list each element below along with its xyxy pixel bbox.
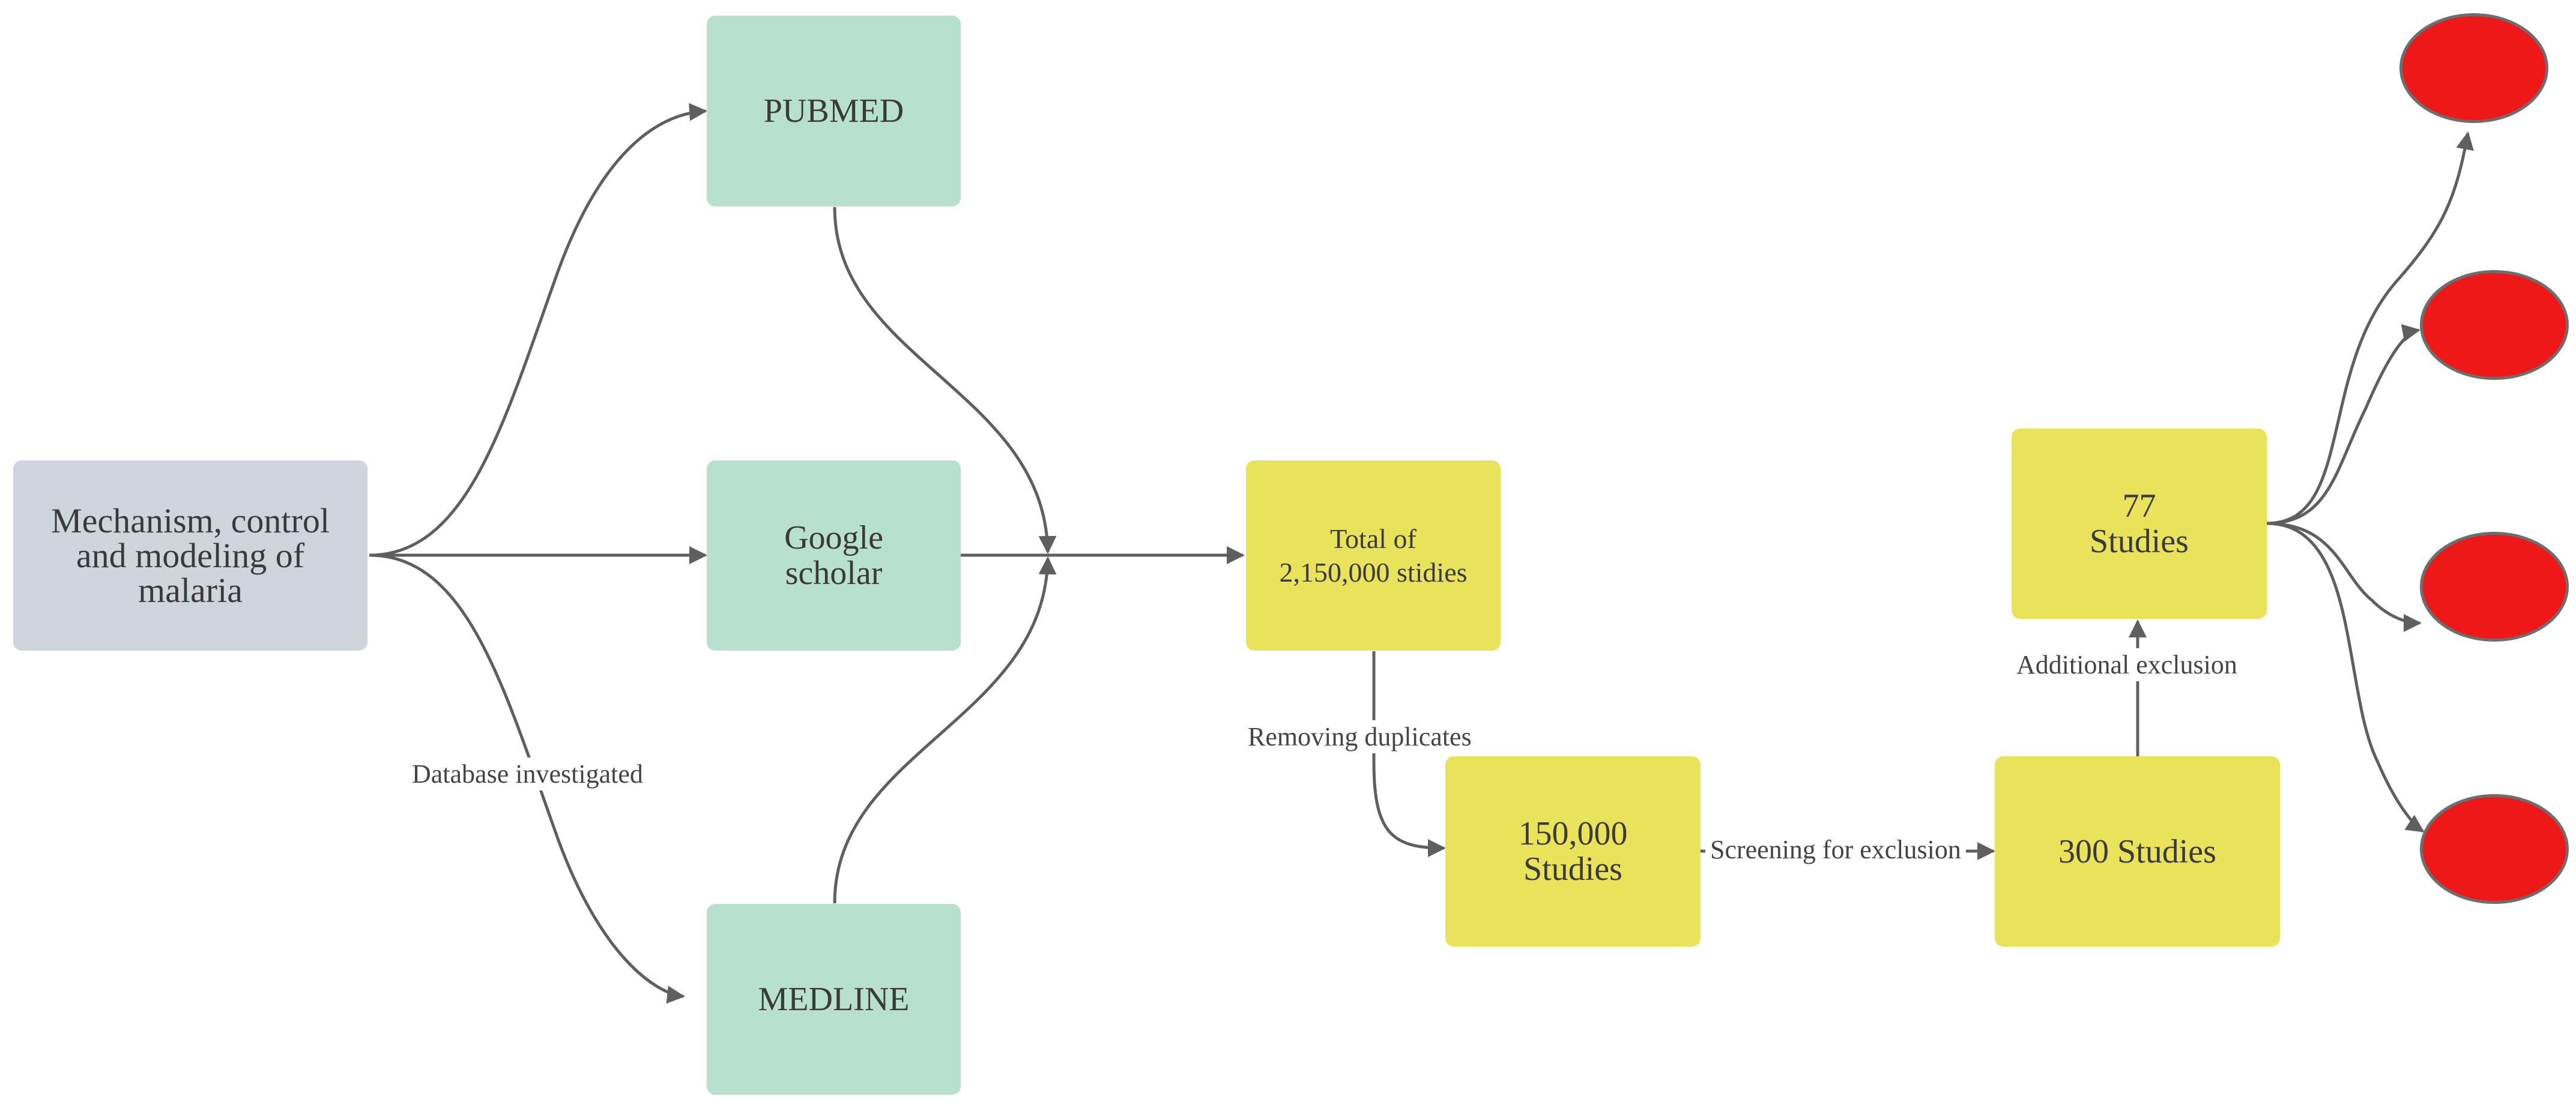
- additional-exclusion-label: Additional exclusion: [2012, 648, 2242, 681]
- studies-300-label: 300 Studies: [2058, 833, 2216, 870]
- edge-pubmed-merge: [833, 206, 1057, 554]
- database-investigated-label: Database investigated: [407, 757, 648, 790]
- outcome-oval-1: [2399, 13, 2548, 123]
- edge-77-outcome-2: [2266, 324, 2420, 525]
- studies-77-label: 77 Studies: [2090, 487, 2189, 560]
- medline-label: MEDLINE: [758, 981, 910, 1018]
- edge-medline-merge: [833, 556, 1057, 904]
- total-studies-box: Total of 2,150,000 stidies: [1246, 460, 1501, 651]
- medline-box: MEDLINE: [707, 904, 961, 1095]
- edge-total-150000: [1372, 651, 1446, 857]
- edge-topic-pubmed: [369, 103, 707, 557]
- screening-for-exclusion-label: Screening for exclusion: [1705, 833, 1966, 866]
- pubmed-label: PUBMED: [763, 92, 904, 130]
- edge-77-outcome-1: [2266, 131, 2474, 525]
- pubmed-box: PUBMED: [707, 16, 961, 206]
- edge-77-outcome-3: [2266, 522, 2422, 632]
- topic-box: Mechanism, control and modeling of malar…: [13, 460, 367, 651]
- studies-150000-label: 150,000 Studies: [1518, 814, 1628, 888]
- outcome-oval-2: [2420, 270, 2569, 380]
- outcome-oval-3: [2420, 532, 2569, 642]
- outcome-oval-4: [2420, 794, 2569, 904]
- studies-77-box: 77 Studies: [2012, 429, 2267, 619]
- google-scholar-box: Google scholar: [707, 460, 961, 651]
- studies-150000-box: 150,000 Studies: [1445, 756, 1701, 947]
- edge-topic-medline: [369, 553, 685, 1004]
- edge-77-outcome-4: [2266, 522, 2425, 833]
- removing-duplicates-label: Removing duplicates: [1243, 720, 1477, 753]
- google-scholar-label: Google scholar: [784, 519, 883, 592]
- topic-label: Mechanism, control and modeling of malar…: [51, 501, 330, 610]
- studies-300-box: 300 Studies: [1995, 756, 2280, 947]
- total-studies-label: Total of 2,150,000 stidies: [1279, 523, 1468, 588]
